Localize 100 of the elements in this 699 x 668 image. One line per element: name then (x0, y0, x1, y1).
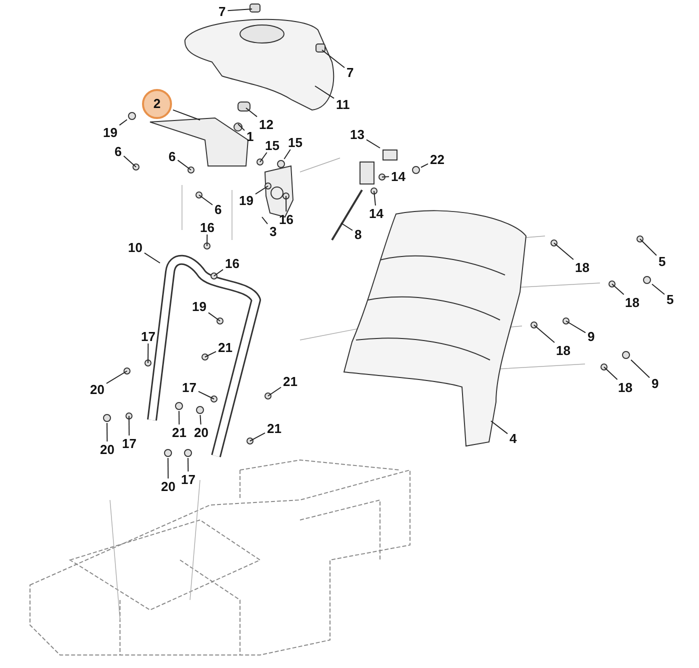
callout-number: 20 (160, 480, 176, 492)
callout-number: 13 (349, 128, 366, 140)
leader-line (168, 458, 169, 479)
callout-number: 17 (181, 380, 198, 394)
leader-line (128, 416, 130, 436)
callout-number: 21 (266, 422, 282, 434)
callout-number: 17 (121, 436, 138, 450)
hardware-part (196, 406, 204, 414)
leader-line (630, 359, 650, 378)
leader-line (254, 186, 268, 195)
callout-number: 19 (238, 194, 254, 206)
callout-number: 20 (193, 426, 210, 438)
callout-number: 16 (199, 220, 216, 234)
leader-line (204, 351, 216, 358)
callout-number: 10 (127, 240, 144, 254)
hardware-part (164, 449, 172, 457)
leader-line (534, 324, 555, 343)
leader-line (118, 119, 128, 126)
leader-line (366, 139, 380, 148)
hardware-part (128, 112, 136, 120)
leader-line (144, 252, 160, 264)
leader-line (177, 160, 192, 170)
callout-number: 21 (171, 426, 188, 438)
leader-line (322, 50, 345, 68)
leader-line (490, 420, 508, 434)
leader-line (612, 284, 624, 295)
callout-number: 18 (617, 380, 634, 394)
callout-number: 16 (278, 212, 294, 226)
leader-line (206, 234, 208, 246)
callout-number: 20 (99, 442, 116, 456)
callout-number: 15 (264, 138, 280, 152)
leader-line (566, 320, 586, 334)
callout-number: 1 (246, 130, 255, 142)
callout-number: 6 (214, 202, 223, 216)
leader-line (208, 312, 220, 322)
callout-number: 5 (666, 292, 675, 306)
callout-number: 4 (508, 432, 518, 444)
callout-number: 12 (258, 118, 274, 130)
leader-line (198, 390, 214, 400)
callout-number: 20 (89, 382, 106, 396)
callout-number: 14 (368, 206, 384, 220)
leader-line (188, 458, 189, 472)
callout-number: 7 (346, 66, 355, 78)
leader-line (200, 414, 202, 425)
callout-number: 18 (555, 344, 572, 356)
leader-line (214, 269, 224, 276)
leader-line (227, 8, 252, 12)
callout-number: 5 (658, 254, 667, 268)
callout-number: 11 (335, 98, 351, 110)
leader-line (123, 156, 136, 168)
leader-line (260, 152, 268, 162)
callout-number: 21 (282, 374, 298, 388)
leader-line (106, 422, 108, 442)
leader-line (554, 242, 574, 260)
callout-number: 21 (217, 340, 234, 354)
callout-number: 22 (429, 152, 446, 166)
leader-line (238, 124, 245, 131)
hardware-part (622, 351, 630, 359)
leader-line (178, 410, 180, 425)
leader-line (268, 386, 282, 396)
callout-number: 7 (218, 4, 227, 18)
leader-line (246, 108, 258, 118)
hardware-part (277, 160, 285, 168)
leader-line (148, 343, 149, 364)
leader-line (340, 222, 353, 231)
hardware-part (643, 276, 651, 284)
leader-line (640, 238, 657, 256)
callout-number: 18 (624, 296, 640, 308)
leader-line (374, 190, 376, 206)
callout-number: 9 (586, 330, 596, 342)
hardware-part (412, 166, 420, 174)
callout-number: 6 (114, 144, 123, 158)
callout-number: 3 (268, 224, 278, 238)
leader-line (314, 86, 334, 99)
leader-line (172, 109, 200, 120)
leader-line (420, 163, 428, 168)
hardware-part (103, 414, 111, 422)
callout-number: 6 (168, 150, 177, 162)
leader-line (286, 196, 287, 212)
callout-number: 19 (102, 126, 118, 138)
leader-line (262, 216, 268, 224)
highlighted-callout-number: 2 (142, 89, 172, 119)
leader-line (106, 370, 128, 384)
leader-line (198, 194, 213, 206)
callout-number: 17 (140, 330, 156, 342)
callout-number: 18 (574, 260, 590, 274)
leader-line (604, 366, 618, 380)
leader-line (652, 284, 665, 295)
callout-number: 15 (287, 136, 304, 148)
callout-number: 19 (191, 300, 208, 312)
callout-number: 17 (180, 472, 196, 486)
callout-number: 8 (354, 228, 363, 240)
leader-line (382, 176, 390, 178)
callout-number: 9 (650, 376, 660, 390)
leader-line (284, 149, 291, 160)
callout-number: 16 (224, 256, 240, 270)
hardware-part (184, 449, 192, 457)
callout-number: 14 (390, 170, 406, 182)
leader-line (250, 432, 266, 442)
hardware-part (175, 402, 183, 410)
